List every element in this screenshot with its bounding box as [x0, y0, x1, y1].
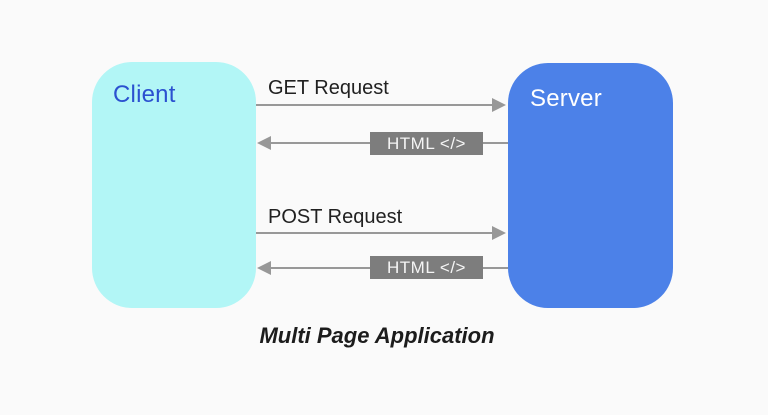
server-label: Server [530, 85, 602, 112]
arrowhead-right-icon [492, 98, 506, 112]
arrowhead-left-icon [257, 136, 271, 150]
arrowhead-left-icon [257, 261, 271, 275]
client-node: Client [92, 62, 256, 308]
get-request-label: GET Request [268, 77, 389, 99]
get-request-arrow-line [256, 104, 496, 106]
arrowhead-right-icon [492, 226, 506, 240]
server-node: Server [508, 63, 673, 308]
html-response-badge: HTML </> [370, 256, 483, 279]
html-response-badge: HTML </> [370, 132, 483, 155]
post-request-arrow-line [256, 232, 496, 234]
client-label: Client [113, 81, 176, 108]
diagram-title: Multi Page Application [259, 323, 495, 348]
post-request-label: POST Request [268, 206, 403, 228]
